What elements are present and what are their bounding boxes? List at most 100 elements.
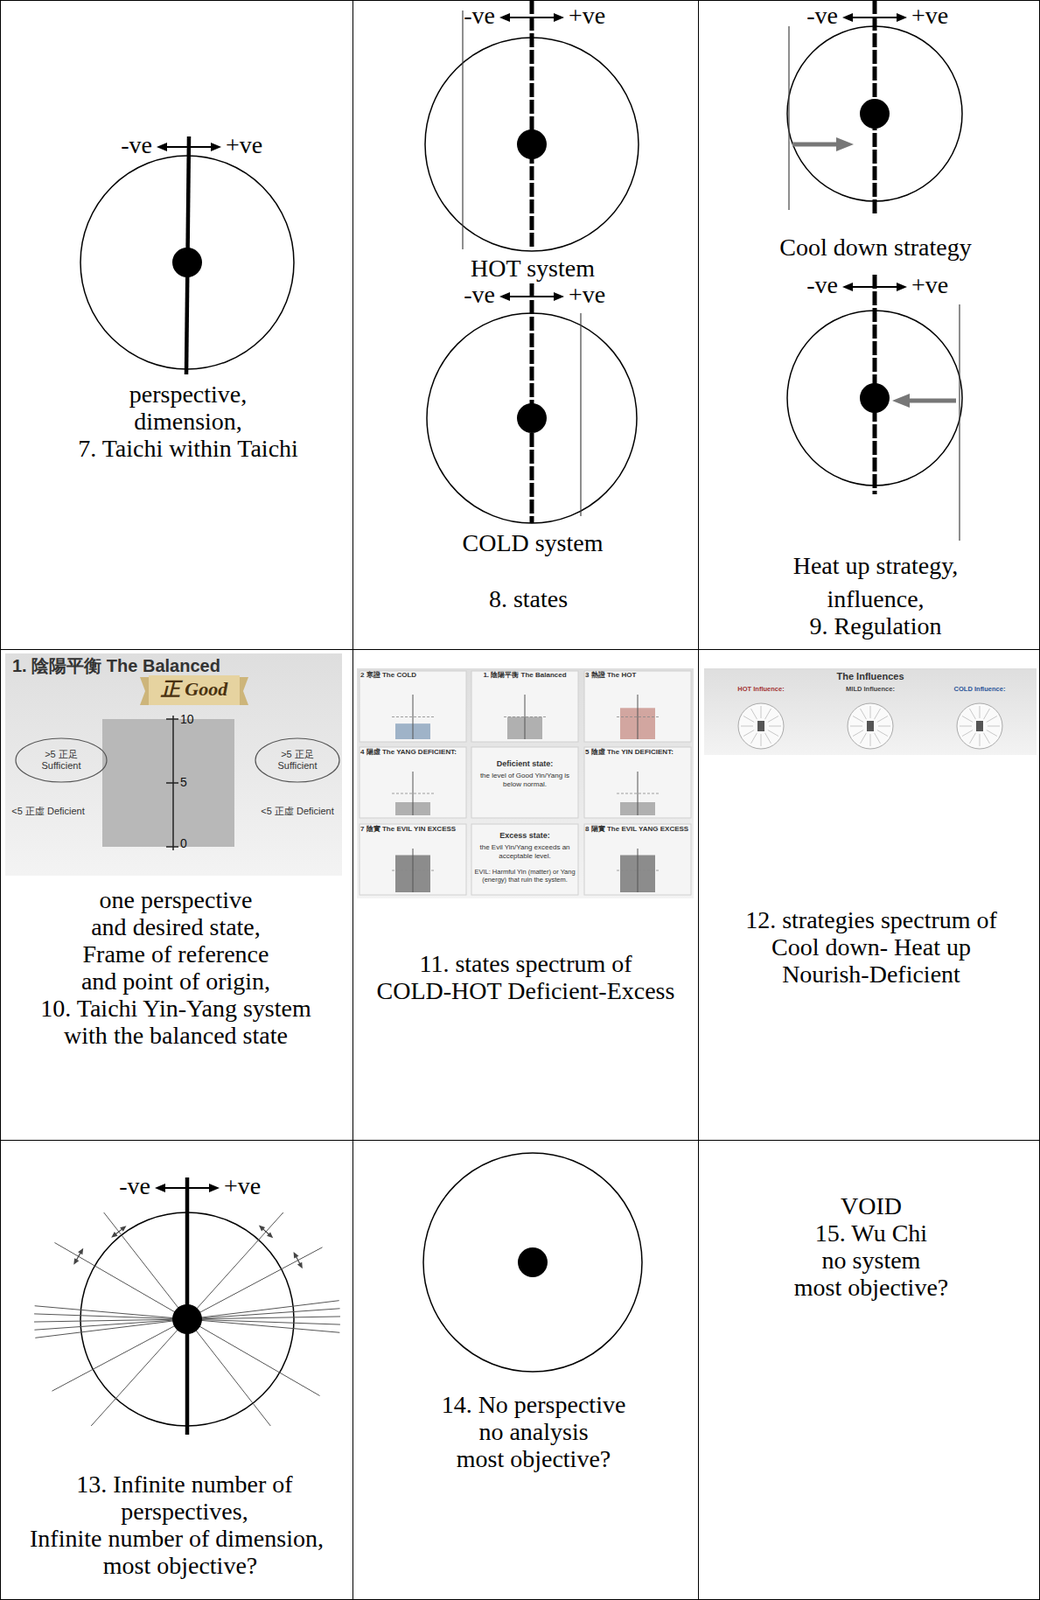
cell-caption: 7. Taichi within Taichi bbox=[77, 434, 299, 462]
influence-circle bbox=[738, 703, 784, 749]
scale-tick bbox=[166, 781, 179, 784]
influence-ray bbox=[852, 730, 864, 737]
rotation-arrow bbox=[295, 1256, 301, 1264]
mini-axis bbox=[412, 694, 414, 740]
panel-heading: 5 陰虛 The YIN DEFICIENT: bbox=[585, 747, 691, 757]
influence-ray bbox=[765, 732, 772, 744]
arrow-head bbox=[73, 1257, 79, 1265]
axis-sign: +ve bbox=[568, 1, 606, 29]
arrow-head bbox=[266, 1231, 273, 1238]
mini-axis bbox=[637, 848, 639, 893]
cell-caption: no analysis bbox=[478, 1417, 588, 1445]
influence-ray bbox=[743, 730, 754, 737]
influence-circle bbox=[847, 703, 894, 749]
scale-tick bbox=[166, 718, 179, 720]
arrow-head bbox=[293, 1251, 300, 1259]
taichi-circle bbox=[423, 1152, 643, 1372]
influences-panel bbox=[704, 668, 1037, 755]
center-dot bbox=[172, 1304, 203, 1334]
state-line bbox=[579, 313, 581, 517]
arrow-head bbox=[111, 1231, 118, 1238]
influence-ray bbox=[878, 725, 891, 727]
influence-arrow bbox=[907, 398, 957, 404]
influence-ray bbox=[984, 732, 991, 744]
panel-heading: 3 熱證 The HOT bbox=[585, 670, 691, 680]
sub-panel bbox=[584, 670, 692, 742]
cell-caption: VOID bbox=[840, 1192, 902, 1220]
cell-caption: perspective, bbox=[129, 380, 248, 408]
state-heading: Excess state: bbox=[472, 830, 578, 841]
cell-caption: most objective? bbox=[794, 1273, 950, 1301]
arrow-head bbox=[297, 1262, 303, 1270]
center-dot bbox=[516, 129, 547, 160]
influence-ray bbox=[870, 733, 872, 747]
sub-panel bbox=[359, 823, 467, 895]
influence-bar bbox=[757, 720, 765, 732]
influence-ray bbox=[740, 725, 754, 727]
cell-caption: 9. Regulation bbox=[809, 612, 943, 640]
cell-caption: influence, bbox=[826, 585, 924, 613]
influence-ray bbox=[986, 730, 998, 737]
cell-caption: Heat up strategy, bbox=[793, 551, 959, 580]
influence-ray bbox=[979, 705, 981, 719]
mini-axis bbox=[637, 694, 639, 740]
axis-sign: +ve bbox=[223, 1172, 261, 1200]
sub-panel bbox=[471, 670, 579, 742]
cell-caption: dimension, bbox=[133, 407, 243, 435]
arrow-head bbox=[896, 13, 908, 22]
arrow-head bbox=[553, 292, 565, 301]
panel-heading: 7 陰實 The EVIL YIN EXCESS bbox=[360, 824, 466, 834]
state-line bbox=[958, 304, 960, 541]
arrow-head bbox=[210, 142, 222, 152]
arrow-head bbox=[156, 142, 168, 152]
influence-arrow bbox=[792, 142, 838, 147]
sub-panel bbox=[584, 746, 692, 818]
influence-ray bbox=[970, 732, 977, 744]
scale-number: 10 bbox=[180, 711, 195, 727]
balance-axis bbox=[530, 0, 535, 250]
oval-text: >5 正足 Sufficient bbox=[262, 748, 333, 772]
center-dot bbox=[516, 403, 547, 433]
scale-number: 0 bbox=[180, 836, 188, 852]
axis-sign: -ve bbox=[806, 271, 838, 299]
oval-text: >5 正足 Sufficient bbox=[26, 748, 97, 772]
influence-ray bbox=[870, 705, 872, 719]
axis-sign: +ve bbox=[911, 1, 949, 29]
level-bar bbox=[102, 718, 235, 847]
panel-title: 1. 陰陽平衡 The Balanced bbox=[12, 655, 221, 677]
axis-sign: -ve bbox=[806, 1, 838, 29]
influence-ray bbox=[751, 708, 758, 719]
axis-sign: -ve bbox=[463, 280, 496, 308]
chart-panel bbox=[5, 653, 343, 876]
rotation-arrow bbox=[262, 1228, 269, 1236]
influence-ray bbox=[874, 708, 881, 719]
sufficient-oval bbox=[15, 738, 107, 782]
sufficient-oval bbox=[255, 738, 340, 782]
state-note: the Evil Yin/Yang exceeds an acceptable … bbox=[473, 843, 577, 860]
influence-ray bbox=[860, 732, 867, 744]
axis-sign: +ve bbox=[568, 280, 606, 308]
cell-caption: 8. states bbox=[488, 585, 568, 613]
influence-ray bbox=[984, 708, 991, 719]
mini-midline bbox=[616, 793, 659, 795]
influence-ray bbox=[979, 733, 981, 747]
cell-caption: one perspective and desired state, bbox=[84, 886, 267, 941]
level-text: <5 正虛 Deficient bbox=[258, 805, 337, 817]
influence-ray bbox=[852, 716, 864, 723]
table-cell: HOT systemCOLD system8. states bbox=[352, 0, 699, 650]
arrow-head bbox=[499, 292, 510, 301]
arrow-head bbox=[258, 1225, 266, 1232]
mini-midline bbox=[616, 870, 659, 872]
sub-panel bbox=[359, 746, 467, 818]
influence-heading: MILD Influence: bbox=[845, 684, 895, 693]
arrow-head bbox=[499, 13, 510, 22]
table-cell: 11. states spectrum of COLD-HOT Deficien… bbox=[352, 649, 699, 1141]
influence-ray bbox=[767, 730, 779, 737]
center-dot bbox=[859, 383, 890, 413]
axis-sign: -ve bbox=[463, 1, 496, 29]
mini-midline bbox=[391, 870, 434, 872]
state-note: EVIL: Harmful Yin (matter) or Yang (ener… bbox=[472, 867, 578, 884]
cell-caption: most objective? bbox=[456, 1444, 612, 1473]
rotation-arrow bbox=[76, 1252, 81, 1261]
influence-ray bbox=[767, 716, 779, 723]
